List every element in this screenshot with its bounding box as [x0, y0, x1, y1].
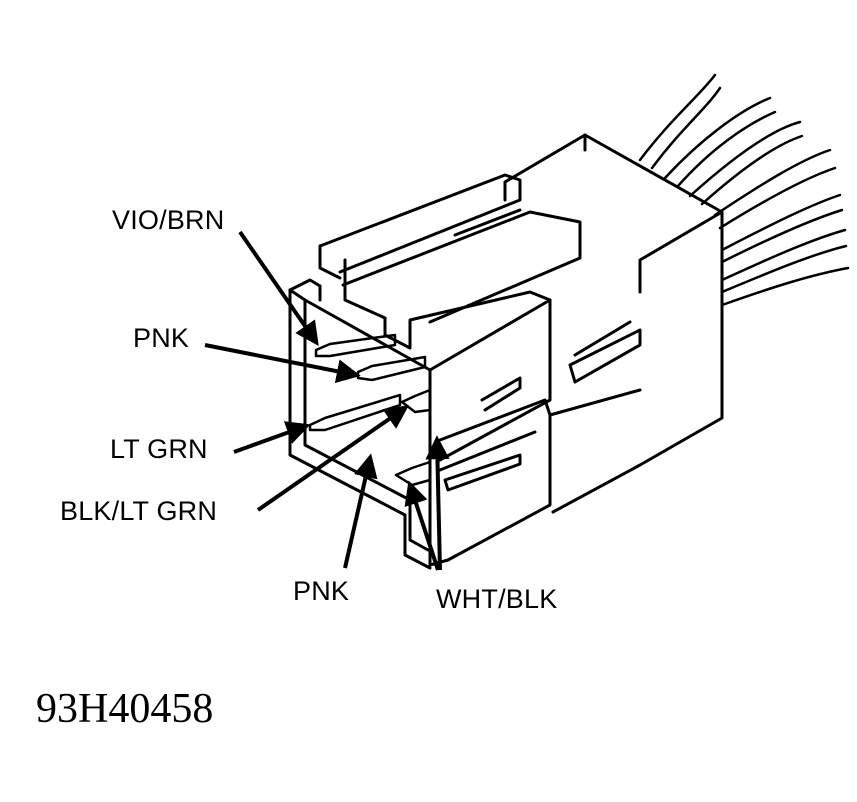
leader-pnk-upper	[204, 343, 361, 384]
leader-blk-lt-grn	[256, 405, 409, 512]
wire-bundle	[638, 73, 850, 307]
leader-wht-blk-2	[425, 435, 450, 571]
label-pnk-upper: PNK	[133, 323, 190, 353]
leader-lt-grn	[233, 421, 311, 454]
figure-code: 93H40458	[36, 686, 214, 732]
label-pnk-lower: PNK	[293, 576, 350, 606]
leader-pnk-lower	[343, 453, 378, 569]
leader-wht-blk	[404, 480, 440, 571]
label-wht-blk: WHT/BLK	[436, 584, 558, 614]
connector-housing	[288, 133, 724, 570]
leader-vio-brn	[238, 230, 319, 346]
label-vio-brn: VIO/BRN	[112, 205, 225, 235]
label-lt-grn: LT GRN	[110, 434, 208, 464]
label-blk-lt-grn: BLK/LT GRN	[60, 496, 218, 526]
